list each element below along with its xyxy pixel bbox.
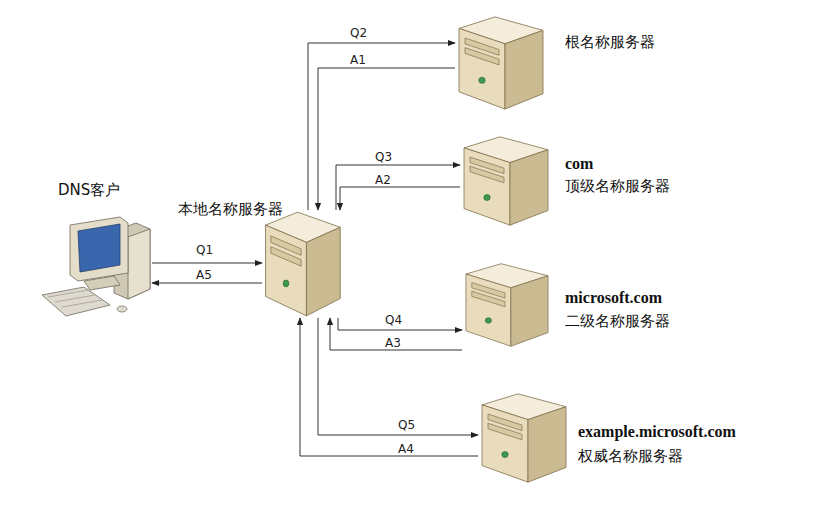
server-side bbox=[511, 276, 548, 347]
message-label: A5 bbox=[196, 268, 212, 282]
server-side bbox=[528, 407, 566, 482]
monitor-screen bbox=[78, 224, 120, 272]
node-subtitle: 二级名称服务器 bbox=[565, 312, 670, 330]
keyboard bbox=[42, 287, 110, 316]
pc-tower-front bbox=[128, 229, 150, 299]
server-front bbox=[266, 225, 307, 316]
message-arrow bbox=[318, 318, 478, 435]
message-arrow bbox=[152, 283, 262, 284]
node-title: DNS客户 bbox=[58, 181, 120, 199]
computer-illustration bbox=[40, 215, 152, 320]
server-front bbox=[459, 28, 505, 109]
drive-bay bbox=[472, 291, 505, 306]
message-label: Q3 bbox=[375, 150, 392, 164]
message-label: Q2 bbox=[350, 26, 367, 40]
message-label: A4 bbox=[398, 442, 414, 456]
node-title: 本地名称服务器 bbox=[178, 200, 283, 218]
drive-bay bbox=[470, 166, 504, 183]
server-node: 根名称服务器 bbox=[455, 15, 545, 111]
server-front bbox=[482, 405, 528, 482]
power-led bbox=[479, 77, 485, 83]
node-title: com bbox=[565, 155, 593, 173]
server-front bbox=[464, 148, 510, 225]
mouse bbox=[117, 306, 127, 312]
node-title: example.microsoft.com bbox=[578, 423, 736, 441]
client-computer: DNS客户 bbox=[40, 215, 152, 320]
power-led bbox=[283, 280, 289, 287]
node-title: microsoft.com bbox=[565, 289, 662, 307]
server-side bbox=[505, 30, 543, 109]
monitor-body bbox=[70, 217, 128, 281]
drive-bay bbox=[271, 247, 301, 266]
message-arrow bbox=[336, 165, 460, 210]
node-subtitle: 顶级名称服务器 bbox=[565, 177, 670, 195]
drive-bay bbox=[488, 423, 522, 440]
monitor-base bbox=[84, 276, 120, 290]
keyboard-keys bbox=[62, 300, 102, 307]
message-arrow bbox=[152, 263, 262, 264]
power-led bbox=[484, 195, 490, 201]
node-subtitle: 权威名称服务器 bbox=[578, 447, 683, 465]
server-node: example.microsoft.com权威名称服务器 bbox=[478, 392, 568, 484]
server-node: microsoft.com二级名称服务器 bbox=[462, 262, 550, 348]
message-arrow bbox=[308, 43, 455, 210]
message-arrow bbox=[340, 187, 460, 210]
message-label: A3 bbox=[385, 336, 401, 350]
server-side bbox=[306, 227, 340, 316]
message-label: A2 bbox=[375, 173, 391, 187]
message-label: Q1 bbox=[196, 243, 213, 257]
message-label: Q4 bbox=[385, 313, 402, 327]
drive-bay bbox=[465, 48, 499, 65]
server-node: com顶级名称服务器 bbox=[460, 135, 550, 227]
server-side bbox=[510, 150, 548, 225]
node-title: 根名称服务器 bbox=[565, 33, 655, 51]
keyboard-keys bbox=[55, 295, 95, 302]
message-label: A1 bbox=[350, 53, 366, 67]
message-arrow bbox=[318, 68, 455, 210]
power-led bbox=[485, 318, 491, 324]
message-label: Q5 bbox=[398, 418, 415, 432]
server-illustration bbox=[462, 262, 550, 348]
server-illustration bbox=[455, 15, 545, 111]
keyboard-keys bbox=[48, 290, 88, 297]
server-illustration bbox=[478, 392, 568, 484]
server-front bbox=[466, 274, 511, 346]
server-illustration bbox=[460, 135, 550, 227]
server-illustration bbox=[262, 210, 342, 318]
message-arrow bbox=[300, 318, 478, 456]
power-led bbox=[502, 452, 508, 458]
server-node: 本地名称服务器 bbox=[262, 210, 342, 318]
